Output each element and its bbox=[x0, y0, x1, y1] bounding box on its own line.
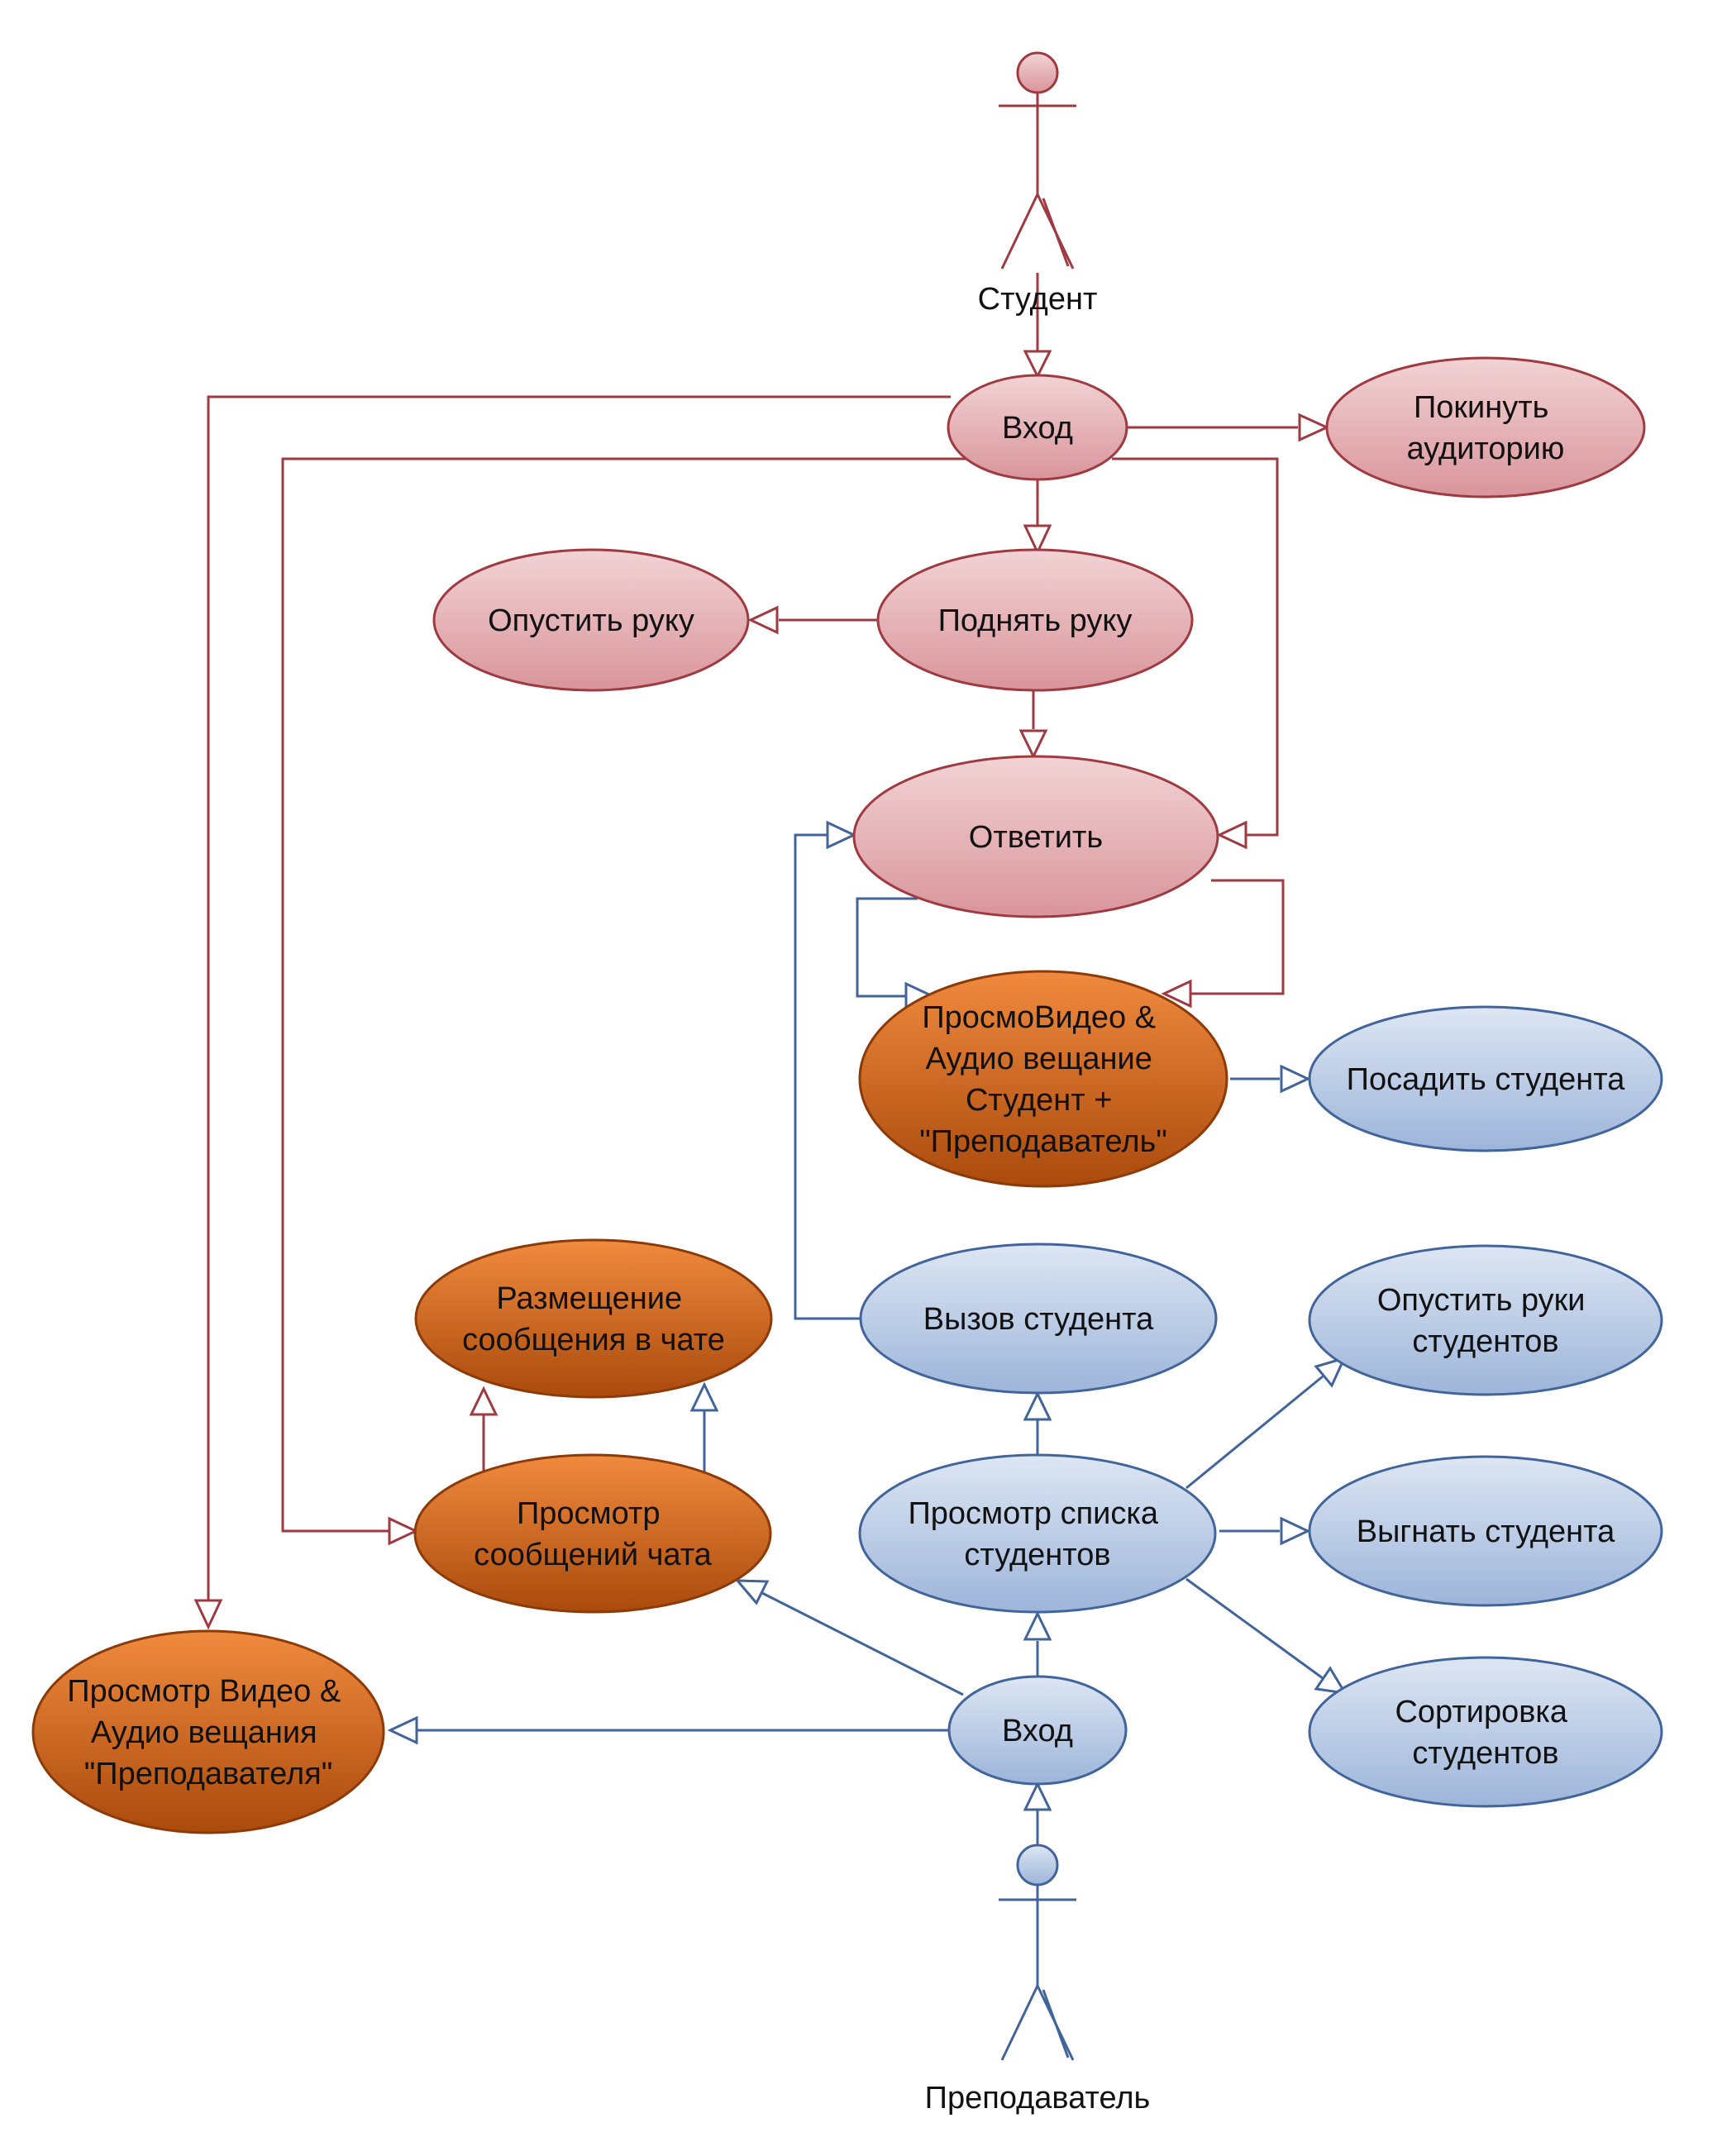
actor-leg-left bbox=[1000, 193, 1039, 270]
use-case-call-student: Вызов студента bbox=[859, 1243, 1218, 1395]
arrowhead bbox=[1023, 1610, 1052, 1641]
arrowhead bbox=[747, 605, 779, 635]
edge-login-to-view-av-teacher bbox=[207, 395, 951, 1600]
arrowhead bbox=[1280, 1516, 1311, 1546]
arrowhead bbox=[1161, 979, 1192, 1009]
use-case-lower-hands-students: Опустить руки студентов bbox=[1308, 1244, 1663, 1396]
use-case-sort-students: Сортировка студентов bbox=[1308, 1656, 1663, 1808]
use-case-leave-room: Покинуть аудиторию bbox=[1325, 356, 1646, 498]
actor-head bbox=[1016, 51, 1059, 94]
actor-leg-shadow bbox=[1042, 1989, 1070, 2058]
use-case-teacher-login: Вход bbox=[947, 1675, 1128, 1786]
actor-head bbox=[1016, 1844, 1059, 1886]
use-case-label: Просмотр сообщений чата bbox=[474, 1496, 713, 1572]
use-case-student-login: Вход bbox=[947, 374, 1128, 481]
use-case-lower-hand: Опустить руку bbox=[432, 548, 750, 692]
use-case-label: Просмотр Видео & Аудио вещания "Преподав… bbox=[67, 1674, 350, 1791]
use-case-post-chat: Размещение сообщения в чате bbox=[414, 1238, 773, 1399]
arrowhead bbox=[734, 1579, 770, 1605]
use-case-label: Выгнать студента bbox=[1357, 1514, 1615, 1549]
actor-teacher bbox=[999, 1844, 1076, 2061]
arrowhead bbox=[826, 820, 857, 850]
edge-teacher-login-to-view-chat bbox=[761, 1591, 964, 1696]
use-case-label: Поднять руку bbox=[938, 603, 1133, 638]
use-case-label: Вход bbox=[1002, 1714, 1073, 1748]
use-case-label: Вызов студента bbox=[923, 1302, 1154, 1337]
arrowhead bbox=[1023, 1781, 1052, 1811]
edge-list-to-sort bbox=[1185, 1577, 1324, 1680]
use-case-label: Опустить руку bbox=[488, 603, 694, 638]
arrowhead bbox=[1023, 1390, 1052, 1421]
actor-label-student: Студент bbox=[978, 282, 1098, 317]
use-case-kick-student: Выгнать студента bbox=[1308, 1455, 1663, 1607]
use-case-label: Вход bbox=[1002, 411, 1073, 446]
edge-call-to-answer bbox=[794, 833, 862, 1320]
arrowhead bbox=[1280, 1064, 1311, 1094]
arrowhead bbox=[689, 1381, 719, 1412]
actor-student bbox=[999, 51, 1076, 270]
actor-leg-shadow bbox=[1042, 198, 1070, 267]
arrowhead bbox=[387, 1715, 418, 1745]
use-case-label: Просмотр списка студентов bbox=[908, 1496, 1166, 1572]
arrowhead bbox=[1023, 524, 1052, 556]
use-case-label: Опустить руки студентов bbox=[1377, 1283, 1594, 1359]
use-case-raise-hand: Поднять руку bbox=[876, 548, 1194, 692]
arrowhead bbox=[1314, 1666, 1348, 1695]
edge-answer-to-view-av-both-blue bbox=[856, 897, 918, 998]
connectors bbox=[193, 273, 1348, 1850]
arrowhead bbox=[1023, 350, 1052, 379]
use-case-label: Посадить студента bbox=[1347, 1062, 1626, 1097]
use-case-label: Ответить bbox=[969, 820, 1103, 855]
edge-list-to-lower-hands bbox=[1185, 1375, 1324, 1490]
arrowhead bbox=[469, 1386, 498, 1416]
use-case-label: Покинуть аудиторию bbox=[1407, 390, 1565, 466]
use-case-view-av-teacher: Просмотр Видео & Аудио вещания "Преподав… bbox=[31, 1629, 385, 1834]
arrowhead bbox=[1298, 413, 1330, 442]
arrowhead bbox=[1216, 820, 1247, 850]
use-case-answer: Ответить bbox=[852, 755, 1219, 918]
edge-login-to-answer bbox=[1112, 457, 1279, 837]
edge-login-to-view-chat bbox=[281, 457, 971, 1533]
arrowhead bbox=[388, 1516, 419, 1546]
use-case-seat-student: Посадить студента bbox=[1308, 1005, 1663, 1152]
arrowhead bbox=[1018, 729, 1048, 760]
actor-leg-left bbox=[1000, 1985, 1039, 2061]
arrowhead bbox=[1314, 1356, 1347, 1388]
use-case-label: Сортировка студентов bbox=[1395, 1695, 1576, 1771]
edge-answer-to-view-av-both-red bbox=[1190, 879, 1285, 995]
use-case-label: Размещение сообщения в чате bbox=[462, 1281, 725, 1357]
use-case-label: ПросмоВидео & Аудио вещание Студент + "П… bbox=[919, 1000, 1167, 1159]
arrowhead bbox=[193, 1599, 223, 1630]
use-case-view-av-both: ПросмоВидео & Аудио вещание Студент + "П… bbox=[858, 970, 1228, 1188]
actor-label-teacher: Преподаватель bbox=[925, 2081, 1151, 2115]
use-case-view-students-list: Просмотр списка студентов bbox=[858, 1453, 1217, 1614]
use-case-view-chat: Просмотр сообщений чата bbox=[413, 1453, 772, 1614]
